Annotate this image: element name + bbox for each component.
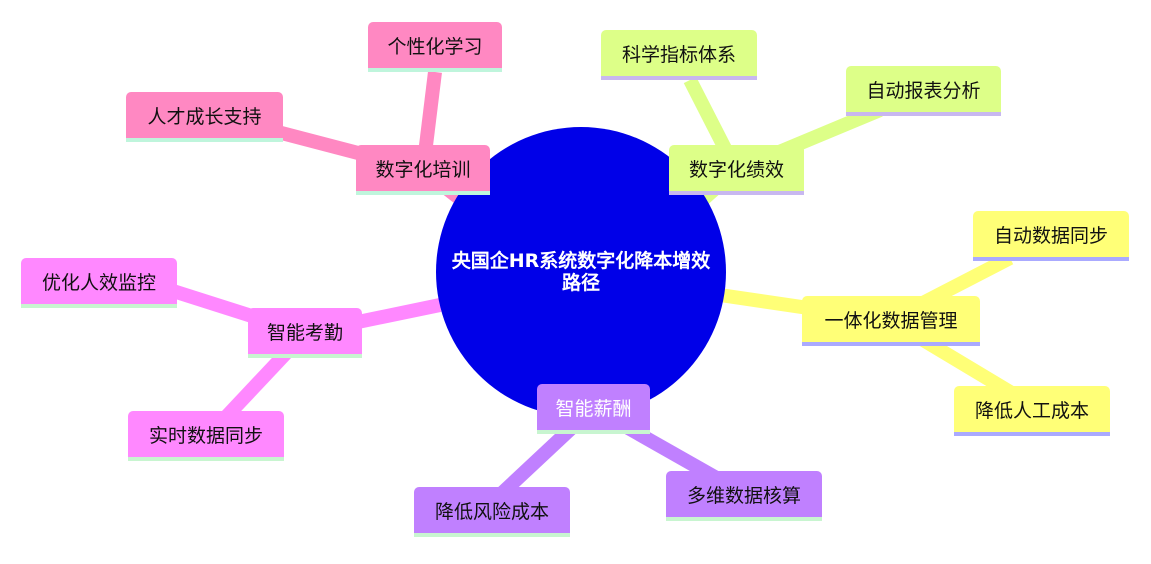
node-realtime-data-sync[interactable]: 实时数据同步 [128, 411, 284, 461]
node-label: 智能薪酬 [555, 397, 632, 420]
branch-smart-attendance[interactable]: 智能考勤 [248, 308, 362, 358]
node-efficiency-monitoring[interactable]: 优化人效监控 [21, 258, 177, 308]
node-label: 降低人工成本 [974, 399, 1089, 422]
node-multi-dim-accounting[interactable]: 多维数据核算 [666, 471, 822, 521]
node-label: 智能考勤 [266, 321, 343, 344]
node-label: 数字化培训 [375, 158, 471, 181]
node-reduce-labor-cost[interactable]: 降低人工成本 [954, 386, 1110, 436]
node-label: 多维数据核算 [686, 484, 801, 507]
node-auto-reports[interactable]: 自动报表分析 [846, 66, 1001, 116]
node-label: 自动报表分析 [866, 79, 981, 102]
node-label: 数字化绩效 [688, 158, 784, 181]
branch-digital-training[interactable]: 数字化培训 [356, 145, 490, 195]
node-metric-system[interactable]: 科学指标体系 [601, 30, 757, 80]
node-personalized-learning[interactable]: 个性化学习 [368, 22, 502, 72]
node-label: 自动数据同步 [993, 224, 1108, 247]
branch-integrated-data[interactable]: 一体化数据管理 [802, 296, 980, 346]
root-label: 央国企HR系统数字化降本增效路径 [451, 250, 711, 294]
node-label: 优化人效监控 [41, 271, 156, 294]
node-label: 科学指标体系 [621, 43, 736, 66]
node-label: 个性化学习 [387, 35, 483, 58]
node-label: 一体化数据管理 [824, 309, 958, 332]
branch-digital-performance[interactable]: 数字化绩效 [669, 145, 804, 195]
node-reduce-risk-cost[interactable]: 降低风险成本 [414, 487, 570, 537]
node-label: 降低风险成本 [434, 500, 549, 523]
branch-smart-payroll[interactable]: 智能薪酬 [537, 384, 650, 434]
node-auto-data-sync[interactable]: 自动数据同步 [973, 211, 1129, 261]
node-label: 实时数据同步 [148, 424, 263, 447]
node-talent-growth[interactable]: 人才成长支持 [126, 92, 283, 142]
node-label: 人才成长支持 [147, 105, 262, 128]
